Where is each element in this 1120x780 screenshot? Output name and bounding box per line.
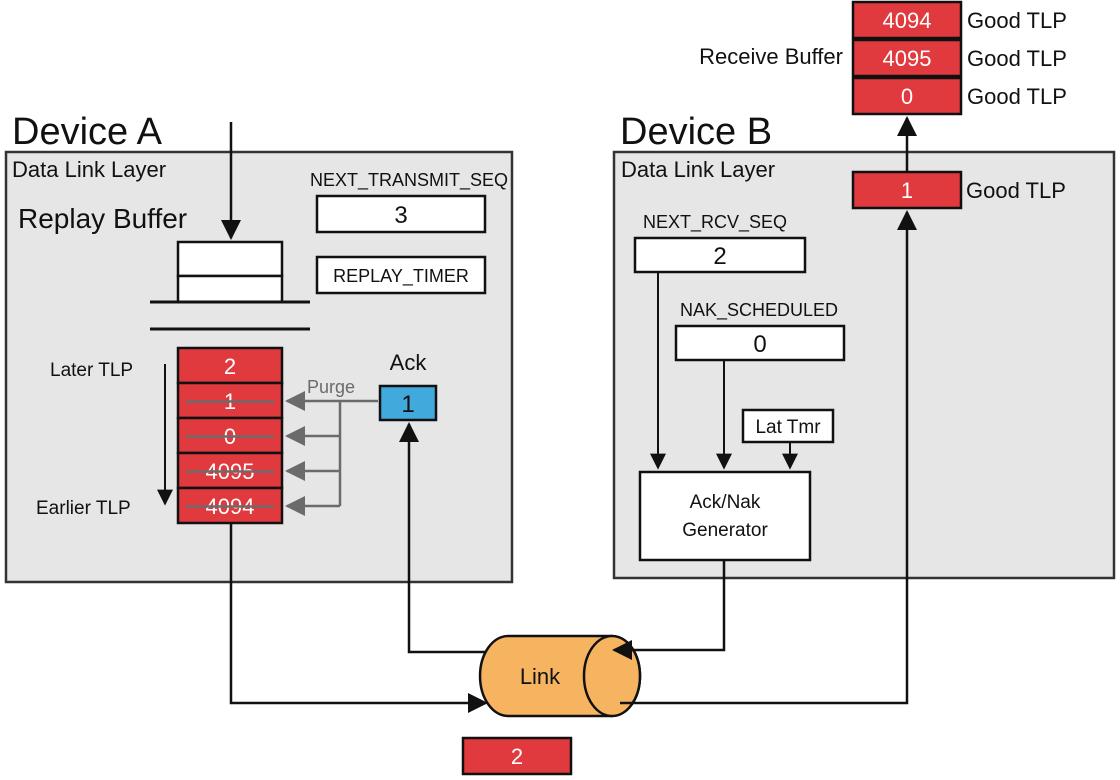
device-b-title: Device B <box>620 111 772 153</box>
next-rcv-seq-value: 2 <box>713 243 726 270</box>
next-rcv-seq-box <box>633 236 807 274</box>
next-transmit-seq-label: NEXT_TRANSMIT_SEQ <box>310 170 508 191</box>
ack-value: 1 <box>401 391 414 418</box>
tlp-in-flight-value: 2 <box>511 744 523 769</box>
receive-buffer-label: Receive Buffer <box>699 44 843 69</box>
tlp-in-flight-box <box>461 736 573 776</box>
nak-scheduled-label: NAK_SCHEDULED <box>680 300 838 321</box>
incoming-tlp-box <box>851 170 963 210</box>
generator-to-link-arrow <box>612 560 726 660</box>
receive-entry-seq: 4095 <box>883 46 932 71</box>
next-transmit-seq-box <box>315 194 487 234</box>
next-transmit-seq-value: 3 <box>394 202 407 229</box>
ack-return-arrow <box>399 422 486 654</box>
purge-label: Purge <box>307 377 355 397</box>
ack-box <box>378 384 438 422</box>
receive-entry-seq: 4094 <box>883 8 932 33</box>
receive-entry <box>851 38 963 78</box>
ack-label: Ack <box>390 350 428 375</box>
receive-entry-status: Good TLP <box>967 46 1067 71</box>
replay-slot-empty <box>176 240 284 278</box>
nak-scheduled-box <box>674 324 846 362</box>
replay-timer-box <box>315 255 487 295</box>
link-label: Link <box>520 664 561 689</box>
receive-entry-status: Good TLP <box>967 8 1067 33</box>
device-a-layer-label: Data Link Layer <box>12 157 166 182</box>
replay-buffer-label: Replay Buffer <box>18 203 187 234</box>
next-rcv-seq-label: NEXT_RCV_SEQ <box>643 212 787 233</box>
receive-entry <box>851 76 963 116</box>
ack-nak-generator-box <box>638 470 812 562</box>
device-b-layer-label: Data Link Layer <box>621 157 775 182</box>
incoming-tlp-status: Good TLP <box>966 178 1066 203</box>
replay-entry-seq: 2 <box>224 354 236 379</box>
incoming-tlp-value: 1 <box>901 178 913 203</box>
earlier-tlp-label: Earlier TLP <box>36 498 131 519</box>
generator-label-line1: Ack/Nak <box>690 492 761 513</box>
nak-scheduled-value: 0 <box>753 331 766 358</box>
later-tlp-label: Later TLP <box>50 360 133 381</box>
lat-tmr-box <box>741 408 835 444</box>
tx-path-arrow <box>229 524 488 713</box>
replay-slot-empty <box>176 274 284 304</box>
generator-label-line2: Generator <box>682 520 768 541</box>
replay-timer-label: REPLAY_TIMER <box>333 266 469 287</box>
receive-entry <box>851 0 963 40</box>
lat-tmr-label: Lat Tmr <box>755 417 821 438</box>
receive-entry-status: Good TLP <box>967 84 1067 109</box>
device-a-title: Device A <box>12 111 163 153</box>
rx-path-arrow <box>620 210 917 705</box>
receive-entry-seq: 0 <box>901 84 913 109</box>
